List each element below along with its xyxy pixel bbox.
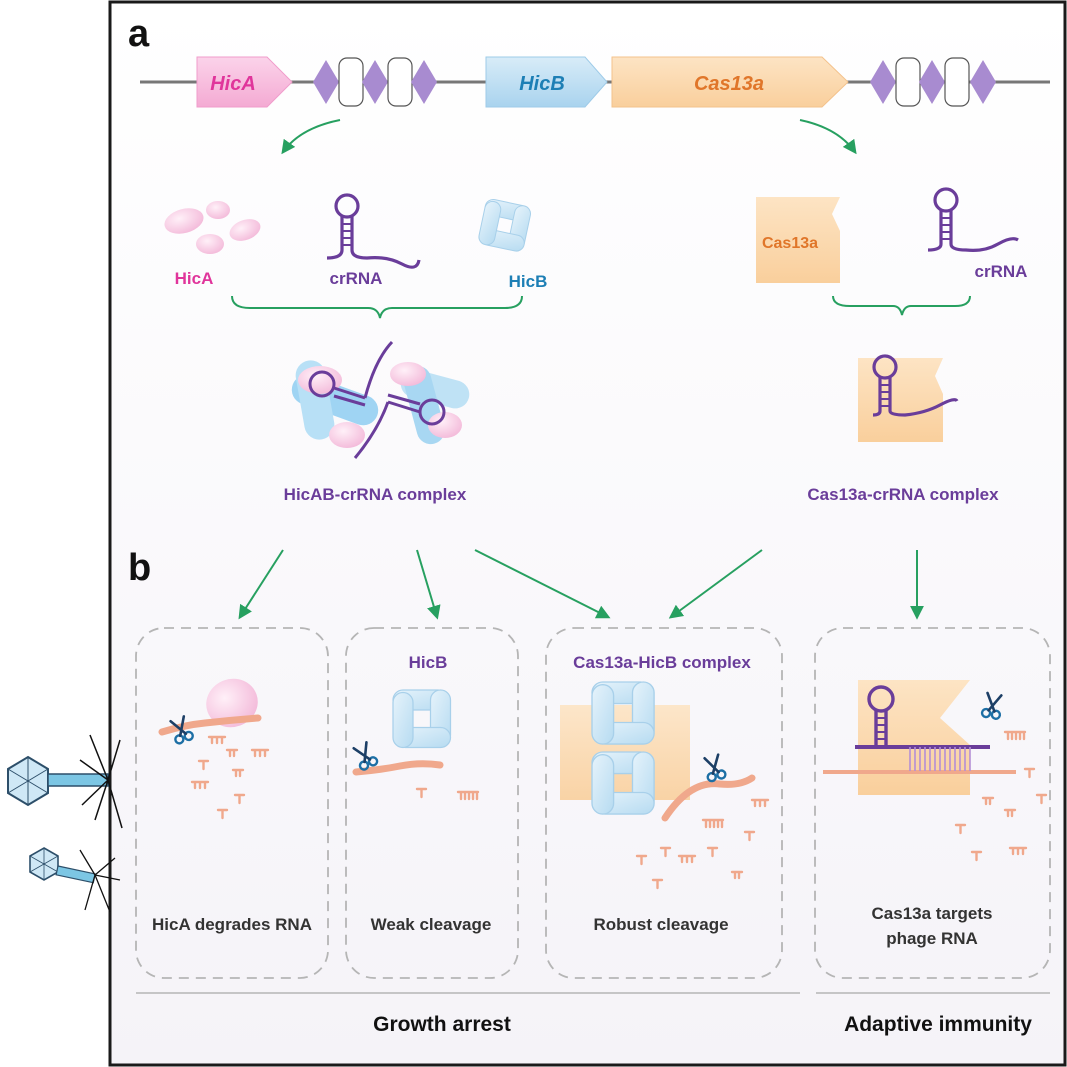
label-hica: HicA [175,269,214,288]
arrow-expression-right [799,119,857,155]
label-adaptive-immunity: Adaptive immunity [844,1013,1032,1036]
label-cas13a-complex: Cas13a-crRNA complex [807,485,999,504]
cas13a-hicb-cleavage-illustration [560,681,770,890]
label-growth-arrest: Growth arrest [373,1013,511,1036]
figure-frame [108,0,1067,1067]
hicab-complex-illustration [291,340,470,459]
brace-right [832,295,971,316]
title-cas13a-hicb-complex: Cas13a-HicB complex [573,653,751,672]
panel-label-a: a [128,13,150,55]
label-crrna-right: crRNA [975,262,1028,281]
caption-hica-degrades: HicA degrades RNA [152,915,312,934]
caption-weak-cleavage: Weak cleavage [371,915,492,934]
outcome-box-hica [135,627,329,979]
label-cas13a: Cas13a [762,235,818,252]
caption-cas13a-targets-line2: phage RNA [886,929,978,948]
hicb-cleavage-illustration [350,689,480,801]
panel-label-b: b [128,547,151,589]
outcome-box-cas13a-hicb [545,627,783,979]
gene-map: HicA HicB Cas13a [140,56,1050,108]
brace-left [231,295,523,319]
crispr-array-right [870,57,996,107]
outcome-box-hicb [345,627,519,979]
crrna-right-hairpin [927,187,1019,252]
label-hicab-complex: HicAB-crRNA complex [284,485,467,504]
cas13a-protein [756,197,840,283]
title-hicb: HicB [409,653,448,672]
cas13a-targeting-illustration [823,680,1048,862]
crispr-array-left [313,57,437,107]
arrow-expression-left [281,119,341,155]
hica-degradation-illustration [158,678,270,820]
gene-label-hica: HicA [210,73,256,95]
outcome-arrows [238,549,924,620]
crrna-left-hairpin [326,193,421,269]
hica-monomers [164,201,261,254]
phage-large-icon [7,734,123,829]
caption-cas13a-targets-line1: Cas13a targets [872,904,993,923]
hica-gene [196,56,293,108]
outcome-box-cas13a [814,627,1051,979]
cas13a-gene [611,56,849,108]
caption-robust-cleavage: Robust cleavage [593,915,728,934]
phage-small-icon [29,847,121,913]
label-crrna-left: crRNA [330,269,383,288]
panel-background [110,2,1065,1065]
hicb-gene [485,56,608,108]
label-hicb: HicB [509,272,548,291]
cas13a-complex-illustration [858,354,959,442]
gene-label-hicb: HicB [519,73,565,95]
gene-label-cas13a: Cas13a [694,73,764,95]
